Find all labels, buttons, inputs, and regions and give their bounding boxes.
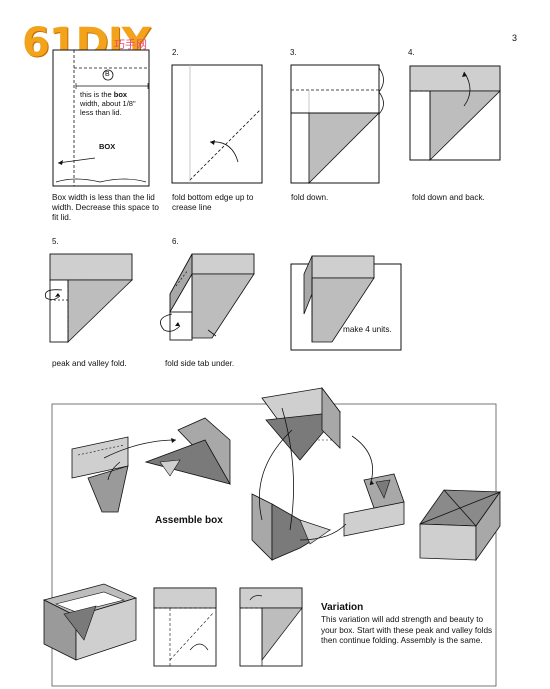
assembly-unit-right <box>343 473 405 537</box>
step4-caption: fold down and back. <box>412 193 485 202</box>
finished-box <box>419 489 501 562</box>
variation-diagram-1 <box>153 587 217 667</box>
assembly-unit-top-right <box>261 386 341 461</box>
step3-caption: fold down. <box>291 193 329 202</box>
assembly-unit-top-left <box>144 417 231 485</box>
step4-number: 4. <box>408 48 415 57</box>
step3-diagram <box>290 64 384 184</box>
step2-diagram <box>171 64 263 184</box>
step1-note-line1b: box <box>113 90 128 99</box>
step1-note-line1a: this is the <box>80 90 114 99</box>
step1-caption: Box width is less than the lid width. De… <box>52 193 159 222</box>
step1-box-label: BOX <box>99 142 116 151</box>
open-box <box>42 583 138 661</box>
step4-diagram <box>409 65 501 161</box>
step6-number: 6. <box>172 237 179 246</box>
step5-number: 5. <box>52 237 59 246</box>
step1-diagram <box>52 49 150 187</box>
step6-diagram <box>160 253 255 341</box>
step2-number: 2. <box>172 48 179 57</box>
step6-caption: fold side tab under. <box>165 359 235 368</box>
step2-caption: fold bottom edge up to crease line <box>172 193 254 212</box>
step1-note-line2: width, about 1/8" <box>80 99 136 108</box>
step5-caption: peak and valley fold. <box>52 359 127 368</box>
assembly-unit-left <box>71 436 129 513</box>
step3-number: 3. <box>290 48 297 57</box>
variation-body: This variation will add strength and bea… <box>321 615 493 645</box>
step1-circle-label: B <box>105 71 110 78</box>
logo-subtitle: 巧手网 <box>114 38 147 51</box>
variation-diagram-2 <box>239 587 303 667</box>
variation-title: Variation <box>321 602 364 613</box>
step7-diagram <box>290 255 402 351</box>
assembly-unit-bottom <box>251 493 331 561</box>
step1-note-line3: less than lid. <box>80 108 122 117</box>
assemble-box-label: Assemble box <box>155 515 223 526</box>
page-number: 3 <box>512 33 518 43</box>
step7-caption: make 4 units. <box>343 325 392 334</box>
step5-diagram <box>44 253 133 343</box>
step1-note: this is the box width, about 1/8" less t… <box>80 90 158 117</box>
